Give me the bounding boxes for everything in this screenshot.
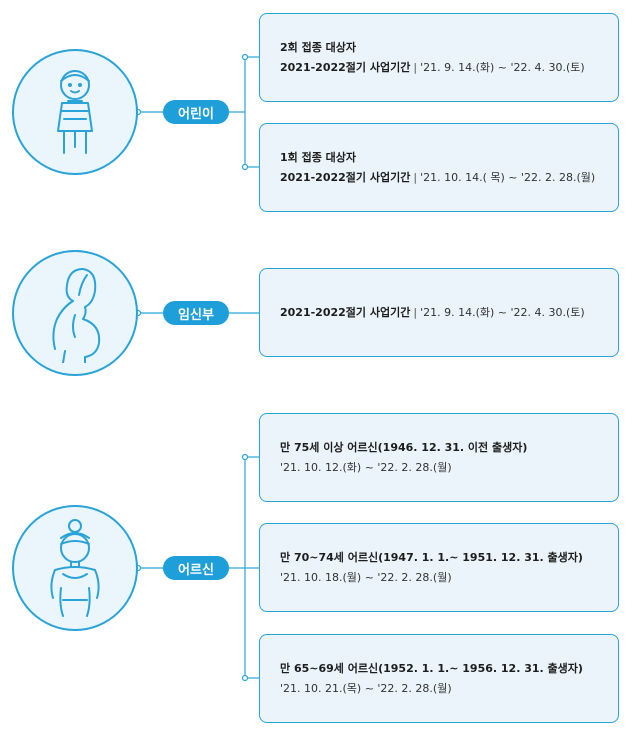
group-label-elderly: 어르신: [163, 556, 229, 580]
card-title: 만 70~74세 어르신(1947. 1. 1.~ 1951. 12. 31. …: [280, 550, 583, 564]
card-period: '21. 9. 14.(화) ~ '22. 4. 30.(토): [420, 305, 585, 319]
child-icon: [57, 70, 93, 154]
group-label-pregnant: 임신부: [163, 301, 229, 325]
card-title: 만 65~69세 어르신(1952. 1. 1.~ 1956. 12. 31. …: [280, 661, 583, 675]
card-period: '21. 10. 12.(화) ~ '22. 2. 28.(월): [280, 460, 452, 474]
elderly-avatar: [12, 505, 138, 631]
card-title: 만 75세 이상 어르신(1946. 12. 31. 이전 출생자): [280, 440, 528, 454]
card-title: 2회 접종 대상자: [280, 40, 357, 54]
card-period-label: 2021-2022절기 사업기간: [280, 305, 411, 319]
elderly-woman-icon: [50, 519, 100, 617]
pregnant-card: 2021-2022절기 사업기간|'21. 9. 14.(화) ~ '22. 4…: [259, 268, 619, 357]
card-period-label: 2021-2022절기 사업기간: [280, 170, 411, 184]
child-card-1dose: 1회 접종 대상자 2021-2022절기 사업기간|'21. 10. 14.(…: [259, 123, 619, 212]
card-title: 1회 접종 대상자: [280, 150, 357, 164]
elderly-card-65-69: 만 65~69세 어르신(1952. 1. 1.~ 1956. 12. 31. …: [259, 634, 619, 723]
pregnant-avatar: [12, 250, 138, 376]
child-card-2dose: 2회 접종 대상자 2021-2022절기 사업기간|'21. 9. 14.(화…: [259, 13, 619, 102]
pregnant-woman-icon: [52, 268, 101, 363]
child-avatar: [12, 49, 138, 175]
elderly-card-70-74: 만 70~74세 어르신(1947. 1. 1.~ 1951. 12. 31. …: [259, 523, 619, 612]
card-period: '21. 10. 21.(목) ~ '22. 2. 28.(월): [280, 681, 452, 695]
elderly-card-75plus: 만 75세 이상 어르신(1946. 12. 31. 이전 출생자) '21. …: [259, 413, 619, 502]
card-separator: |: [413, 170, 418, 184]
card-separator: |: [413, 60, 418, 74]
card-period: '21. 10. 14.( 목) ~ '22. 2. 28.(월): [420, 170, 596, 184]
card-period: '21. 10. 18.(월) ~ '22. 2. 28.(월): [280, 570, 452, 584]
card-period: '21. 9. 14.(화) ~ '22. 4. 30.(토): [420, 60, 585, 74]
group-label-child: 어린이: [163, 100, 229, 124]
card-separator: |: [413, 305, 418, 319]
card-period-label: 2021-2022절기 사업기간: [280, 60, 411, 74]
